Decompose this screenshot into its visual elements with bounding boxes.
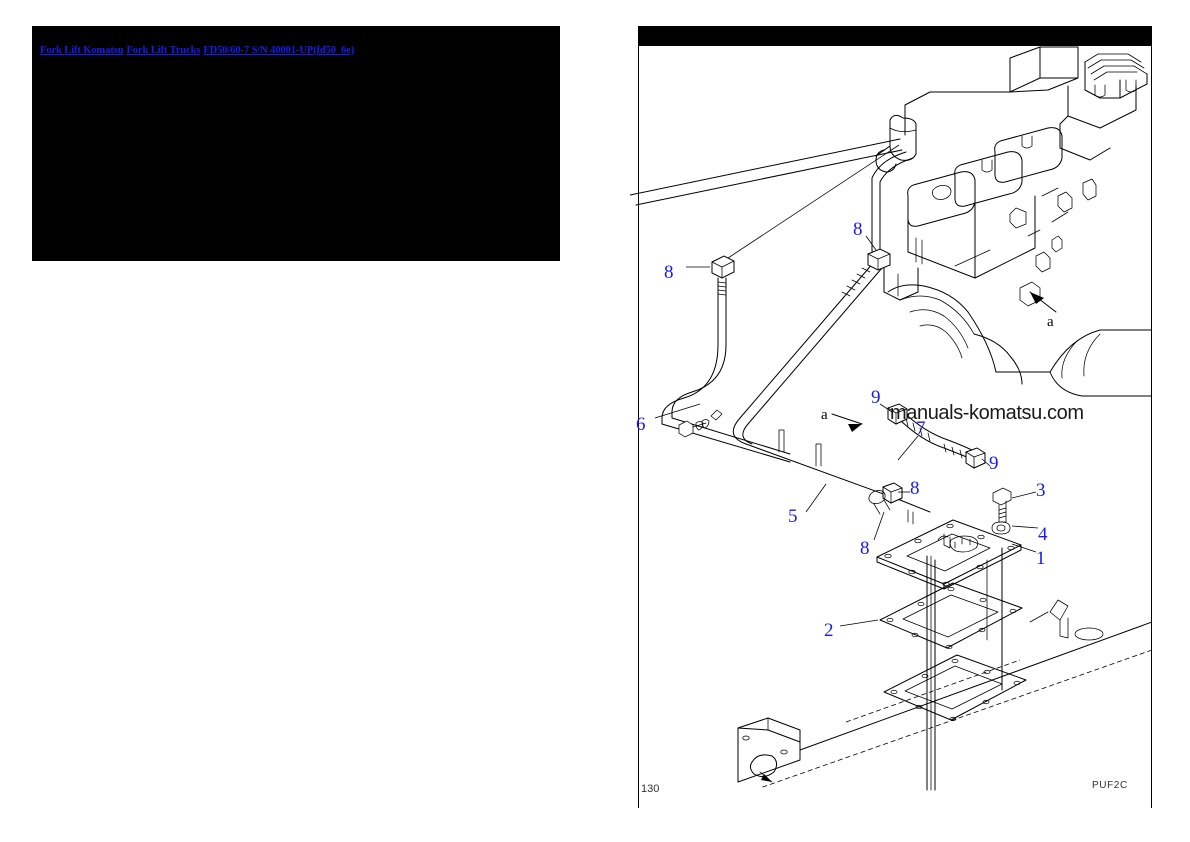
callout-4: 4 — [1038, 524, 1048, 545]
section-label-a-right: a — [1047, 314, 1054, 330]
callout-8-left: 8 — [664, 262, 674, 283]
cover-plate-assembly — [759, 487, 1152, 791]
breadcrumb-link-model[interactable]: FD50/60-7 S/N 40001-UP(fd50_6e) — [203, 45, 355, 56]
callout-6: 6 — [636, 414, 646, 435]
callout-5: 5 — [788, 506, 798, 527]
diagram-page-frame — [638, 46, 1152, 808]
callout-7: 7 — [916, 418, 926, 439]
callout-8-lower: 8 — [860, 538, 870, 559]
callout-8-mid: 8 — [910, 478, 920, 499]
callout-9-left: 9 — [871, 387, 881, 408]
callout-numbers: 8 8 6 9 7 9 5 8 8 3 4 1 2 — [636, 219, 1048, 641]
breadcrumb-link-fork-lift-komatsu[interactable]: Fork Lift Komatsu — [40, 45, 124, 56]
watermark-text: manuals-komatsu.com — [890, 402, 1084, 424]
callout-2: 2 — [824, 620, 834, 641]
diagram-top-black-bar — [638, 26, 1152, 46]
section-label-a-left: a — [821, 407, 828, 423]
callout-9-right: 9 — [989, 453, 999, 474]
callout-3: 3 — [1036, 480, 1046, 501]
page-number: 130 — [641, 783, 659, 795]
parts-diagram-panel: a — [630, 20, 1152, 810]
breadcrumb-link-fork-lift-trucks[interactable]: Fork Lift Trucks — [126, 45, 201, 56]
diagram-drawing: a — [630, 20, 1152, 810]
document-viewer-panel: Fork Lift Komatsu Fork Lift Trucks FD50/… — [32, 26, 560, 261]
right-small-part-drawing — [1029, 599, 1104, 641]
part-code-label: PUF2C — [1092, 780, 1128, 791]
callout-8-upper: 8 — [853, 219, 863, 240]
callout-1: 1 — [1036, 548, 1046, 569]
breadcrumb: Fork Lift Komatsu Fork Lift Trucks FD50/… — [40, 45, 354, 56]
bottom-bracket-drawing — [737, 717, 801, 783]
engine-assembly-drawing: a — [630, 46, 1152, 397]
hose-routing-drawing: a — [661, 144, 986, 525]
callout-leader-lines — [654, 235, 1039, 627]
